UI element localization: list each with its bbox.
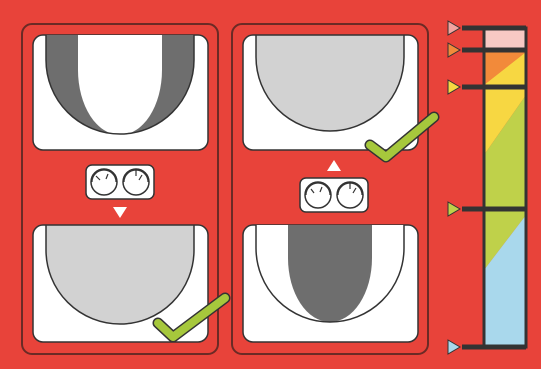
right-top-card [243, 35, 418, 150]
scale-band [484, 28, 526, 48]
left-top-card [33, 35, 208, 150]
meter-dial-icon [305, 182, 331, 208]
meter-dial-icon [91, 169, 117, 195]
right-bottom-card [243, 225, 418, 342]
